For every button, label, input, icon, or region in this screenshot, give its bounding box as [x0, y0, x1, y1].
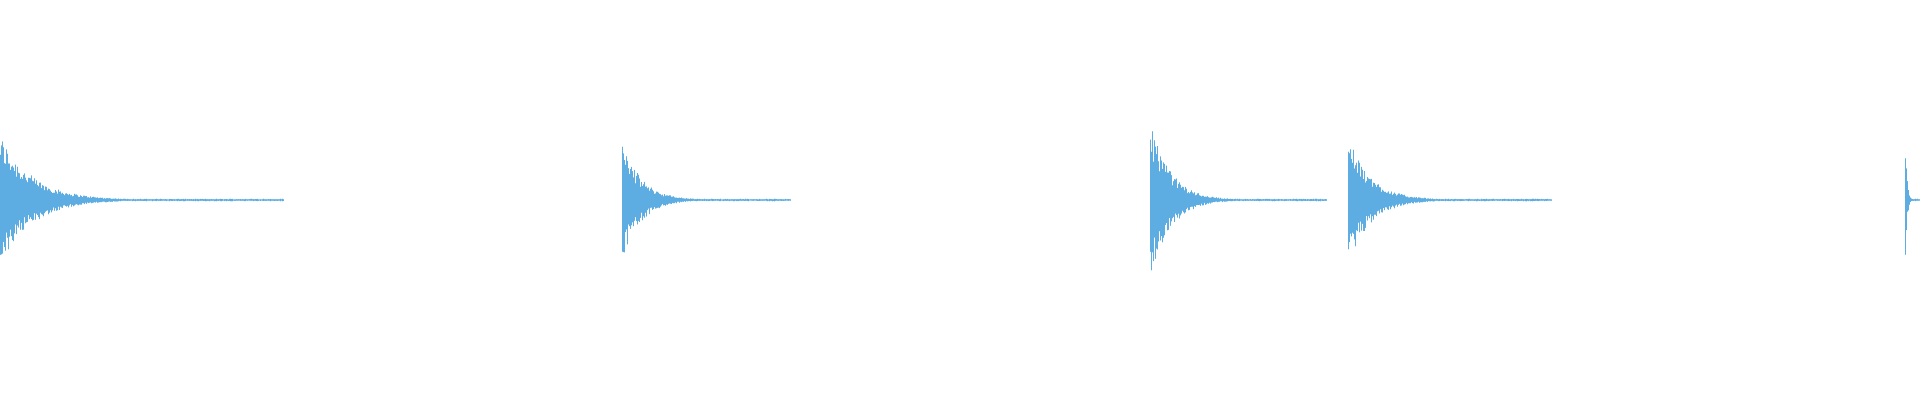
waveform-hit-2: [622, 146, 791, 253]
waveform-hit-4: [1348, 149, 1552, 250]
waveform-transient: [1905, 158, 1920, 255]
waveform-transient: [1150, 131, 1327, 271]
waveform-hit-3: [1150, 131, 1327, 271]
waveform-hit-5: [1905, 158, 1920, 255]
waveform-transient: [1348, 149, 1552, 250]
waveform-hit-1: [0, 141, 284, 255]
waveform-transient: [0, 141, 284, 255]
